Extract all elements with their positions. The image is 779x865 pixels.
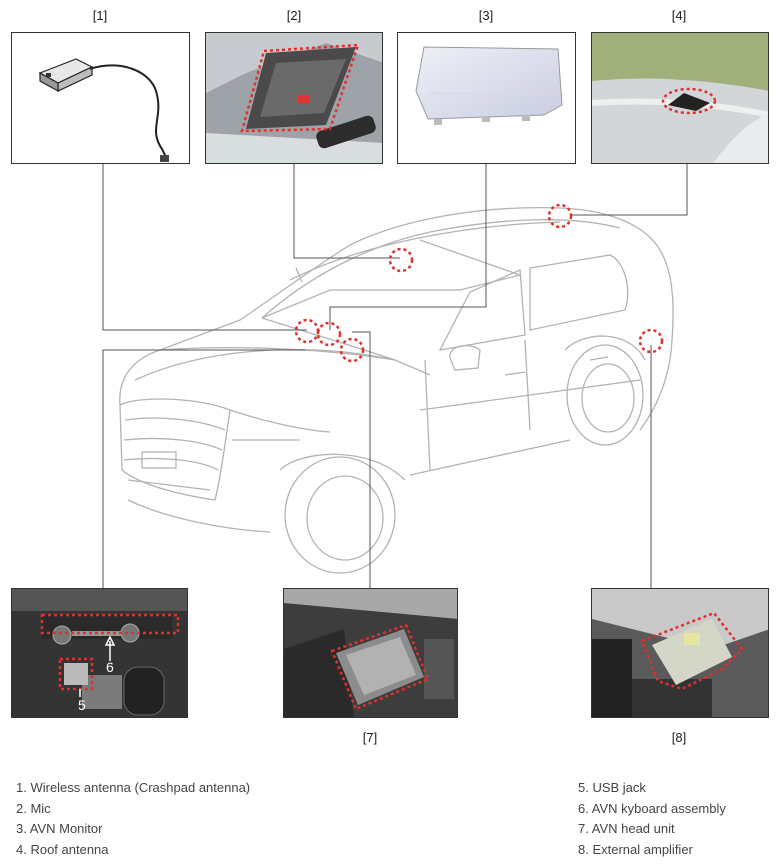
panel-avn-monitor — [397, 32, 576, 164]
wireless-antenna-illustration — [38, 58, 169, 162]
marker-mic — [388, 247, 414, 273]
label-7: [7] — [362, 730, 378, 745]
amplifier-photo-illustration — [592, 589, 768, 717]
panel-wireless-antenna — [11, 32, 190, 164]
panel-mic — [205, 32, 383, 164]
legend-item-2: 2. Mic — [16, 800, 51, 816]
highlight-markers — [294, 203, 664, 363]
panel-roof-antenna — [591, 32, 769, 164]
panel-usb-keyboard: 6 5 — [11, 588, 188, 718]
label-3: [3] — [478, 8, 494, 23]
legend-item-6: 6. AVN kyboard assembly — [578, 800, 726, 816]
legend-item-8: 8. External amplifier — [578, 841, 693, 857]
marker-wireless-antenna — [294, 318, 320, 344]
roof-antenna-photo-illustration — [592, 33, 768, 163]
avn-monitor-illustration — [415, 46, 563, 125]
label-2: [2] — [286, 8, 302, 23]
legend-item-5: 5. USB jack — [578, 780, 646, 795]
marker-roof-antenna — [547, 203, 573, 229]
legend-left: 1. Wireless antenna (Crashpad antenna) 2… — [16, 778, 250, 860]
vehicle-outline — [119, 206, 674, 574]
legend-right: 5. USB jack 6. AVN kyboard assembly 7. A… — [578, 778, 726, 860]
leader-lines — [102, 164, 688, 588]
callout-6: 6 — [106, 659, 114, 675]
panel-external-amplifier — [591, 588, 769, 718]
center-console-illustration — [12, 589, 187, 717]
mic-photo-illustration — [206, 33, 382, 163]
legend-item-1: 1. Wireless antenna (Crashpad antenna) — [16, 780, 251, 795]
callout-5: 5 — [78, 697, 86, 713]
marker-avn-monitor — [316, 321, 342, 347]
label-4: [4] — [671, 8, 687, 23]
label-1: [1] — [92, 8, 108, 23]
legend-item-4: 4. Roof antenna — [16, 841, 109, 857]
legend-item-7: 7. AVN head unit — [578, 821, 675, 836]
head-unit-photo-illustration — [284, 589, 457, 717]
marker-head-unit — [339, 337, 365, 363]
panel-avn-head-unit — [283, 588, 458, 718]
label-8: [8] — [671, 730, 687, 745]
legend-item-3: 3. AVN Monitor — [16, 821, 103, 836]
marker-amplifier — [638, 328, 664, 354]
